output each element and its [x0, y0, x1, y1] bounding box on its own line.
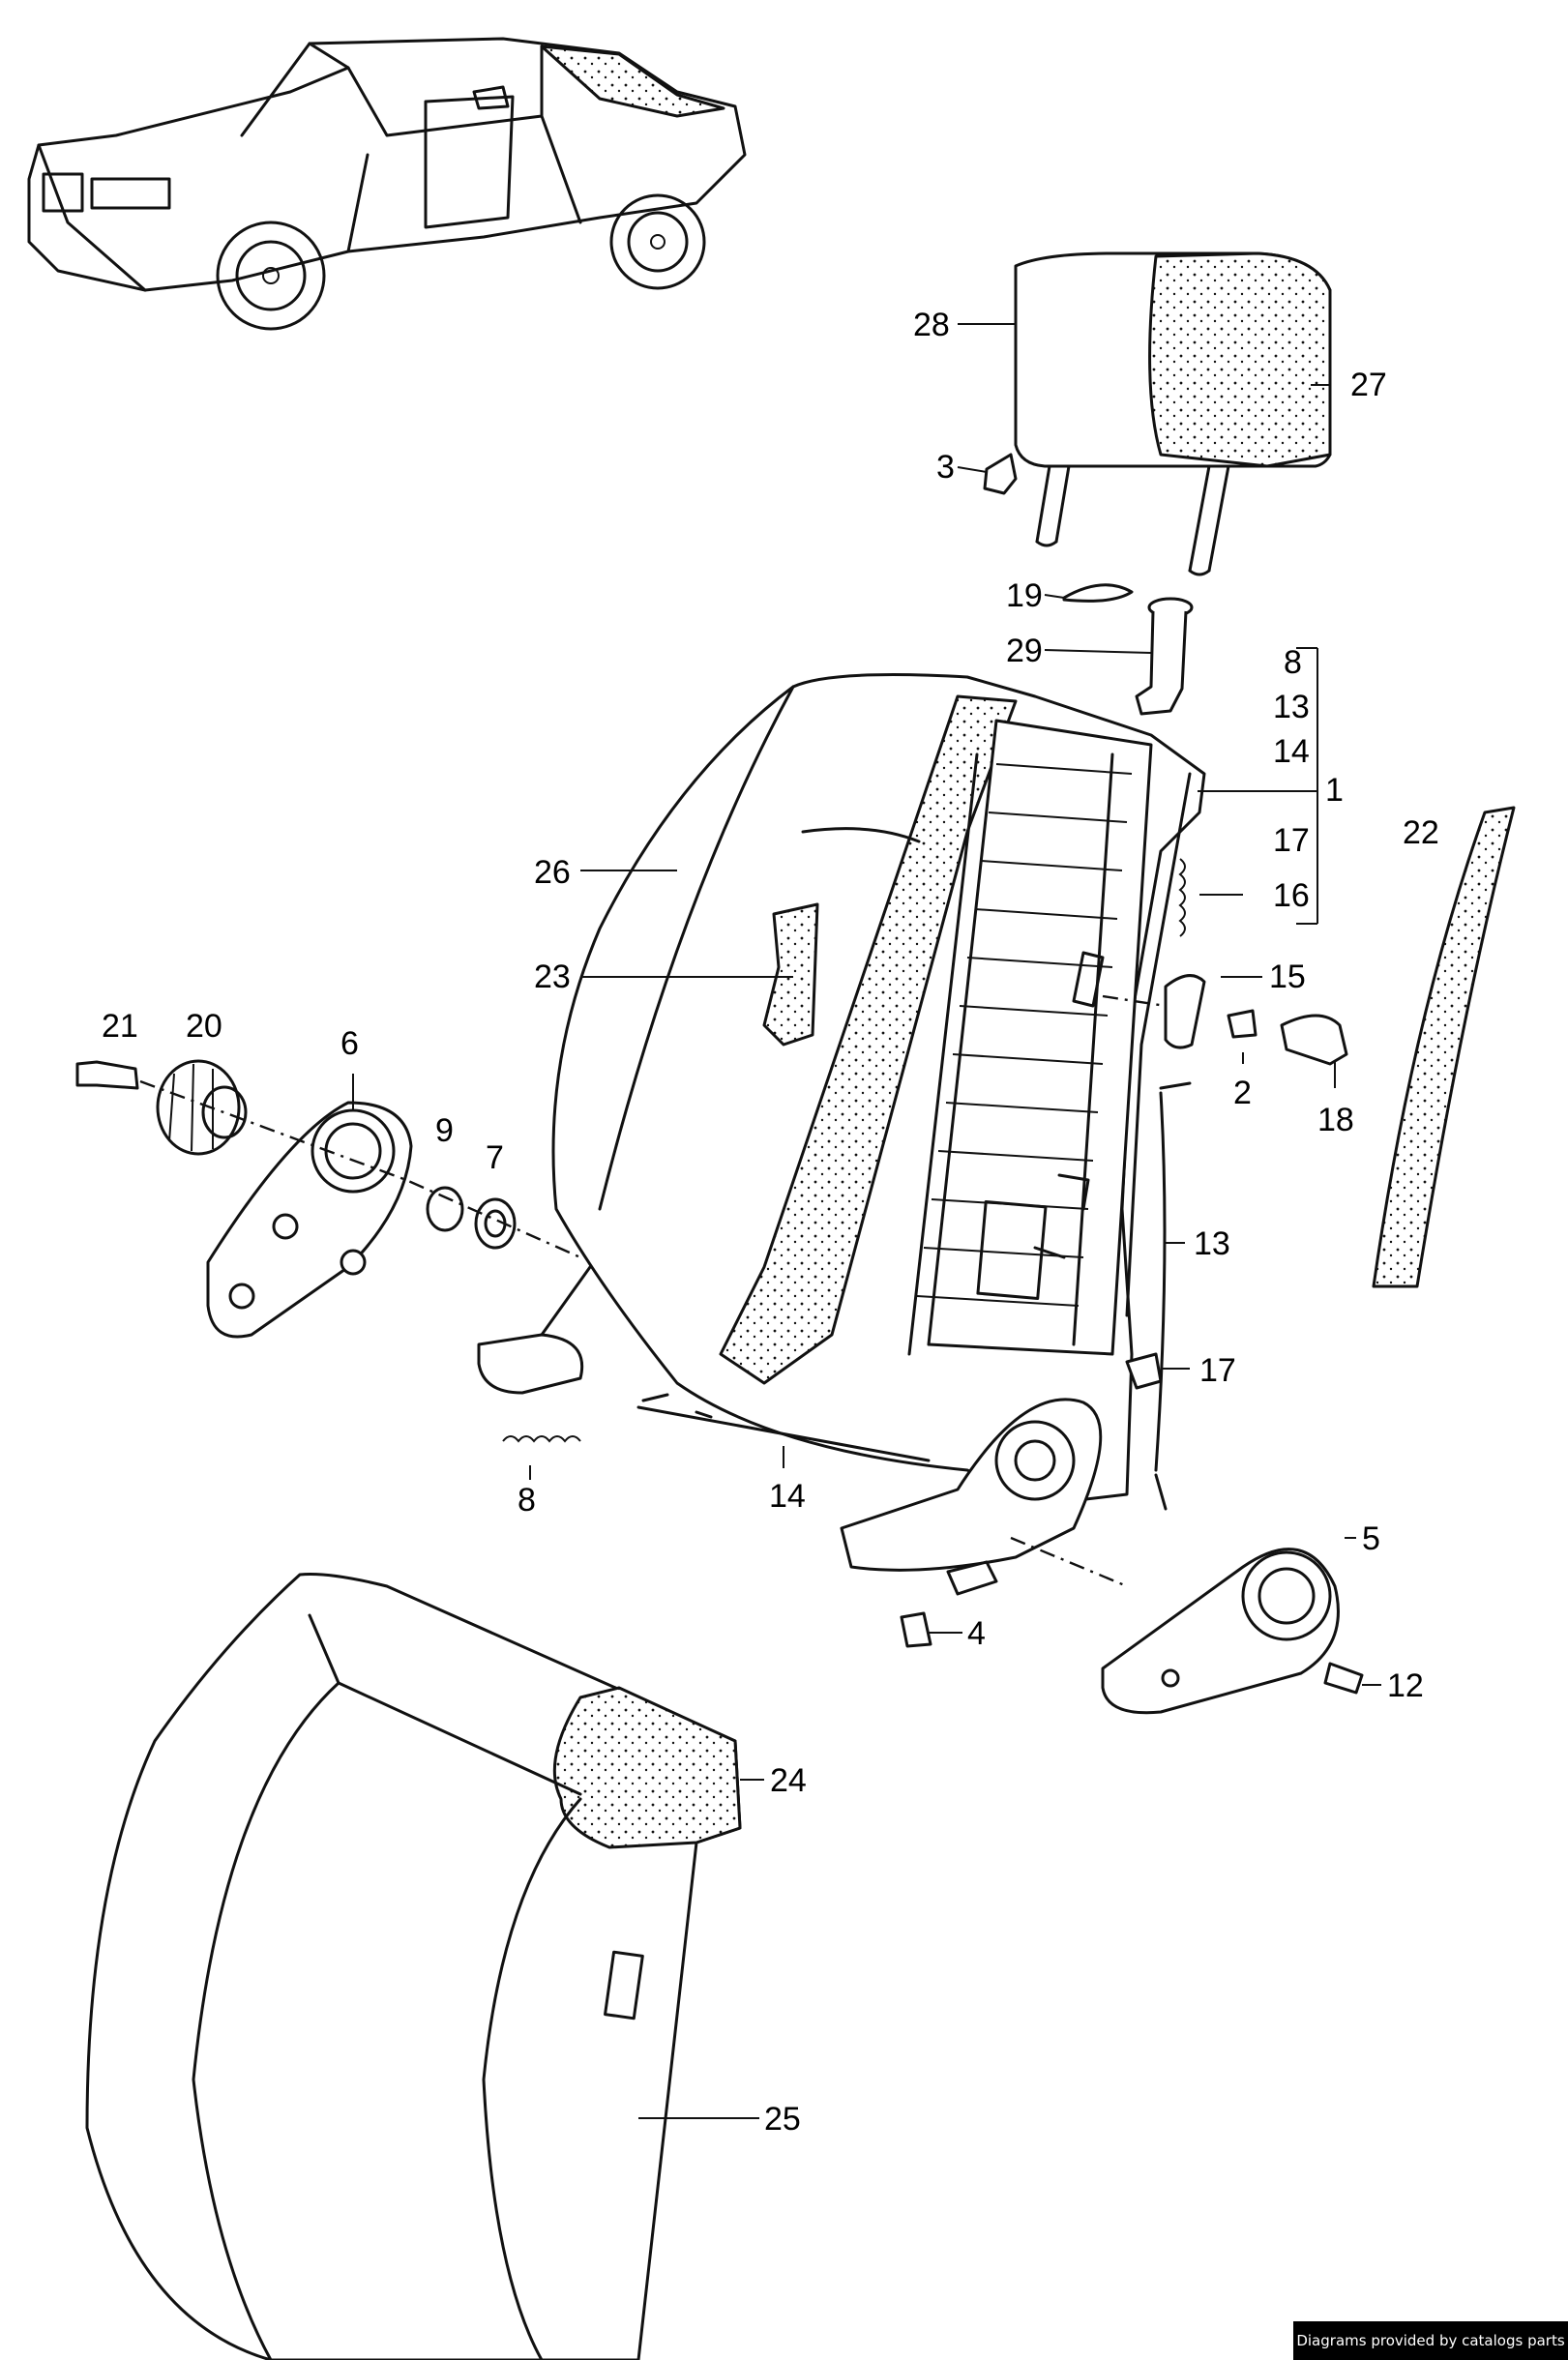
callout-12: 12 — [1387, 1667, 1424, 1704]
callout-8: 8 — [518, 1482, 536, 1519]
callout-28: 28 — [913, 307, 950, 343]
callout-27: 27 — [1350, 367, 1387, 403]
backrest-cover-icon — [85, 1573, 742, 2360]
pin-icon — [1227, 1009, 1257, 1039]
cable-lower-icon — [636, 1405, 931, 1462]
callout-17: 17 — [1199, 1352, 1236, 1389]
release-lever-icon — [1164, 974, 1206, 1049]
callout-17-group: 17 — [1273, 822, 1310, 859]
callout-25: 25 — [764, 2101, 801, 2138]
release-handle-icon — [1280, 1014, 1348, 1066]
credit-banner: Diagrams provided by catalogs parts — [1293, 2321, 1568, 2360]
callout-labels: 28 27 3 19 29 8 13 14 1 17 16 22 26 23 1… — [102, 307, 1439, 2138]
cable-clip-icon — [1125, 1352, 1163, 1390]
trim-strip-icon — [1372, 806, 1516, 1288]
adjuster-knob-icon — [156, 1059, 248, 1156]
recliner-bracket-right-icon — [1101, 1548, 1340, 1715]
washer-icon — [474, 1197, 517, 1250]
callout-20: 20 — [186, 1008, 222, 1045]
seat-backrest-frame-icon — [551, 673, 1206, 1596]
convertible-car-thumbnail-icon — [27, 37, 747, 331]
callout-8-group: 8 — [1284, 644, 1302, 681]
callout-18: 18 — [1317, 1102, 1354, 1138]
callout-26: 26 — [534, 854, 571, 891]
callout-19: 19 — [1006, 577, 1043, 614]
pin-12-icon — [1323, 1662, 1364, 1695]
callout-3: 3 — [936, 449, 955, 486]
bolt-icon — [75, 1060, 139, 1090]
callout-24: 24 — [770, 1762, 807, 1799]
callout-14: 14 — [769, 1478, 806, 1515]
callout-22: 22 — [1403, 814, 1439, 851]
callout-6: 6 — [340, 1025, 359, 1062]
callout-16: 16 — [1273, 877, 1310, 914]
callout-14-group: 14 — [1273, 733, 1310, 770]
callout-21: 21 — [102, 1008, 138, 1045]
clip-icon — [983, 453, 1018, 495]
headrest-icon — [1014, 251, 1332, 576]
grommet-icon — [1062, 583, 1134, 603]
callout-13: 13 — [1194, 1225, 1230, 1262]
recliner-bracket-left-icon — [206, 1101, 413, 1339]
guide-sleeve-icon — [1135, 597, 1194, 716]
leader-lines — [352, 323, 1381, 2119]
callout-29: 29 — [1006, 633, 1043, 669]
cap-icon — [426, 1186, 464, 1232]
callout-1: 1 — [1325, 772, 1344, 809]
small-clip-icon — [900, 1611, 932, 1648]
callout-13-group: 13 — [1273, 689, 1310, 725]
callout-4: 4 — [967, 1615, 986, 1652]
callout-7: 7 — [486, 1139, 504, 1176]
cable-vertical-icon — [1154, 1091, 1167, 1472]
callout-9: 9 — [435, 1112, 454, 1149]
spring-upper-icon — [1178, 858, 1186, 937]
callout-15: 15 — [1269, 959, 1306, 995]
callout-5: 5 — [1362, 1520, 1380, 1557]
callout-23: 23 — [534, 959, 571, 995]
axis-lines — [139, 994, 1167, 1588]
callout-2: 2 — [1233, 1075, 1252, 1111]
spring-icon — [502, 1435, 581, 1443]
hinge-bracket-icon — [477, 1333, 584, 1395]
